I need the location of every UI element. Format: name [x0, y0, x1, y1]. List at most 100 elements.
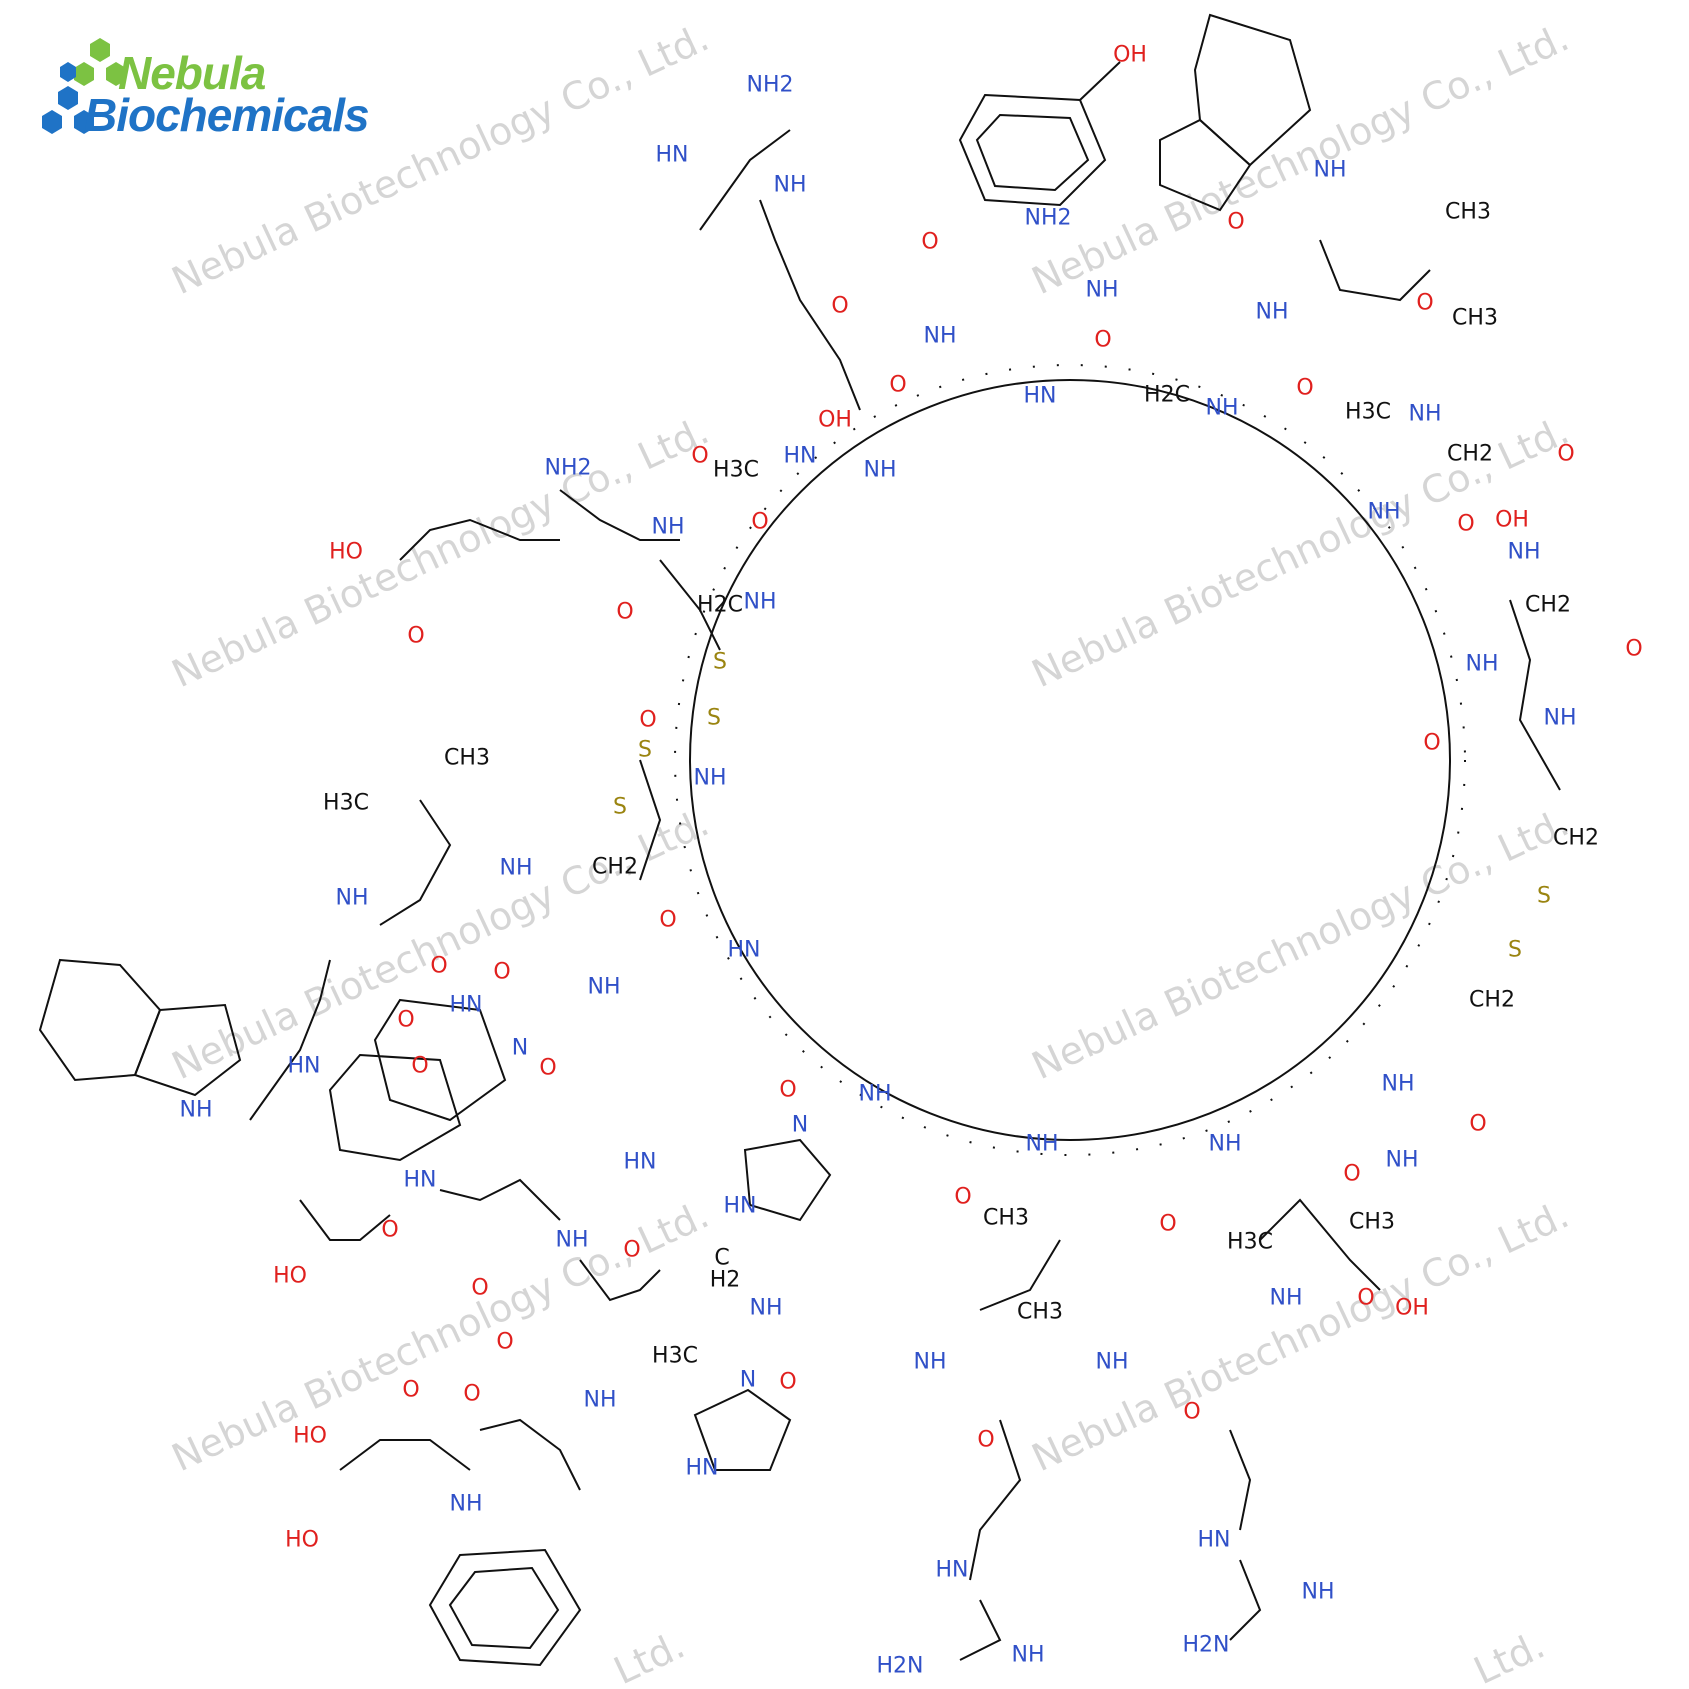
atom-label: O: [751, 510, 768, 535]
watermarks: Nebula Biotechnology Co., Ltd. Nebula Bi…: [165, 15, 1575, 1689]
atom-label: O: [889, 373, 906, 398]
atom-label: O: [471, 1276, 488, 1301]
atom-label: N: [740, 1368, 756, 1393]
atom-label: NH: [924, 324, 957, 349]
atom-label: HN: [728, 938, 761, 963]
atom-label: CH3: [983, 1206, 1029, 1231]
atom-label: H2C: [1144, 383, 1190, 408]
atom-label: HO: [329, 540, 363, 565]
atom-label: NH: [1386, 1148, 1419, 1173]
atom-label: CH3: [1452, 306, 1498, 331]
atom-label: NH: [1206, 396, 1239, 421]
atom-label: HN: [1198, 1528, 1231, 1553]
atom-label: NH2: [545, 456, 592, 481]
atom-label: O: [1423, 731, 1440, 756]
atom-label: O: [639, 708, 656, 733]
company-logo: Nebula Biochemicals: [40, 30, 380, 141]
atom-label: HN: [724, 1194, 757, 1219]
atom-label: NH: [652, 515, 685, 540]
atom-label: O: [1159, 1212, 1176, 1237]
atom-label: O: [1094, 328, 1111, 353]
atom-label: CH2: [1525, 593, 1571, 618]
atom-label: O: [493, 960, 510, 985]
hexagon-cluster-icon: [42, 38, 126, 134]
atom-label: O: [430, 954, 447, 979]
atom-label: NH: [450, 1492, 483, 1517]
atom-label: NH: [1012, 1643, 1045, 1668]
atom-label: NH: [1508, 540, 1541, 565]
atom-label: OH: [1395, 1296, 1429, 1321]
atom-label: NH: [694, 766, 727, 791]
atom-label: NH2: [747, 73, 794, 98]
atom-label: HN: [1024, 384, 1057, 409]
watermark-text: Nebula Biotechnology Co., Ltd.: [165, 408, 715, 696]
atom-label: O: [691, 444, 708, 469]
atom-label: OH: [1113, 43, 1147, 68]
atom-label: H3C: [1227, 1230, 1273, 1255]
atom-label: O: [659, 908, 676, 933]
atom-label: NH: [1209, 1132, 1242, 1157]
atom-label: NH: [864, 458, 897, 483]
atom-label: O: [402, 1378, 419, 1403]
atom-label: HO: [285, 1528, 319, 1553]
atom-label: O: [1343, 1162, 1360, 1187]
atom-label: NH: [336, 886, 369, 911]
atom-label: O: [397, 1008, 414, 1033]
atom-label: O: [623, 1238, 640, 1263]
atom-label: CH3: [1349, 1210, 1395, 1235]
atom-label: NH: [859, 1082, 892, 1107]
atom-label: NH: [1026, 1132, 1059, 1157]
atom-label: NH: [1382, 1072, 1415, 1097]
watermark-text: Nebula Biotechnology Co., Ltd.: [165, 800, 715, 1088]
atom-label: HN: [686, 1456, 719, 1481]
atom-label: CH2: [1469, 988, 1515, 1013]
atom-label: OH: [1495, 508, 1529, 533]
atom-label: NH: [744, 590, 777, 615]
atom-label: NH: [584, 1388, 617, 1413]
atom-label: CH3: [1445, 200, 1491, 225]
atom-label: HN: [656, 143, 689, 168]
watermark-text: Nebula Biotechnology Co., Ltd.: [1025, 1192, 1575, 1480]
atom-label: HN: [936, 1558, 969, 1583]
atom-label: NH: [1314, 158, 1347, 183]
watermark-text: Nebula Biotechnology Co., Ltd.: [1025, 800, 1575, 1088]
watermark-fragment: Ltd.: [607, 1623, 691, 1689]
atom-label: O: [1457, 512, 1474, 537]
atom-label: O: [407, 624, 424, 649]
watermark-text: Nebula Biotechnology Co., Ltd.: [165, 1192, 715, 1480]
atom-label: HN: [288, 1054, 321, 1079]
atom-label: H3C: [323, 791, 369, 816]
atom-label: S: [713, 650, 727, 675]
atom-label: O: [1357, 1286, 1374, 1311]
atom-label: S: [1537, 884, 1551, 909]
atom-label: H3C: [713, 458, 759, 483]
atom-label: S: [613, 795, 627, 820]
atom-label: NH2: [1025, 206, 1072, 231]
atom-label: H2: [710, 1268, 741, 1293]
atom-label: O: [539, 1056, 556, 1081]
atom-label: O: [616, 600, 633, 625]
atom-label: O: [411, 1054, 428, 1079]
atom-label: O: [779, 1078, 796, 1103]
atom-label: NH: [180, 1098, 213, 1123]
atom-label: HN: [624, 1150, 657, 1175]
atom-label: S: [1508, 938, 1522, 963]
atom-label: NH: [500, 856, 533, 881]
atom-label: HN: [404, 1168, 437, 1193]
atom-label: HO: [293, 1424, 327, 1449]
atom-label: NH: [1270, 1286, 1303, 1311]
atom-label: NH: [1086, 278, 1119, 303]
atom-label: O: [1296, 376, 1313, 401]
atom-label: NH: [1466, 652, 1499, 677]
watermark-text: Nebula Biotechnology Co., Ltd.: [1025, 15, 1575, 303]
atom-label: HN: [784, 444, 817, 469]
atom-label: O: [921, 230, 938, 255]
atom-label: O: [381, 1218, 398, 1243]
atom-label: N: [512, 1036, 528, 1061]
atom-label: CH2: [1447, 442, 1493, 467]
atom-label: O: [1183, 1400, 1200, 1425]
atom-label: O: [1469, 1112, 1486, 1137]
atom-label: O: [463, 1382, 480, 1407]
